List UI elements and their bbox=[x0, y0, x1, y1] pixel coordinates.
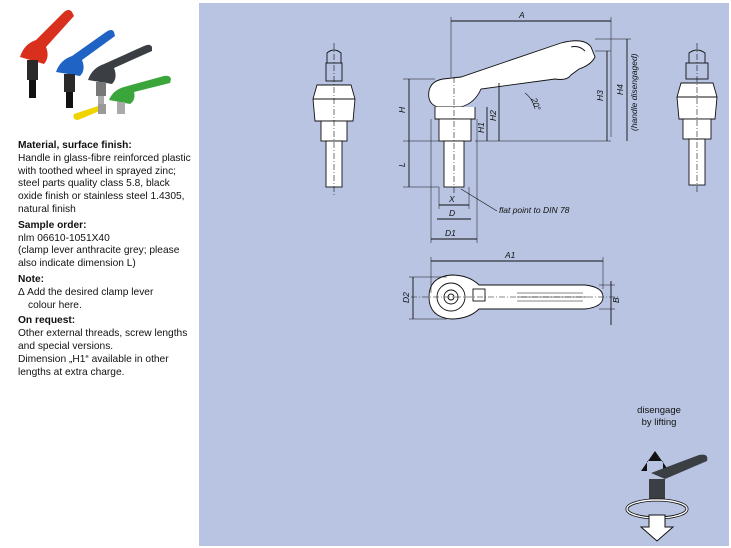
front-view bbox=[403, 17, 631, 243]
dim-h-label: H bbox=[397, 106, 407, 113]
flat-point-label: flat point to DIN 78 bbox=[499, 205, 570, 215]
side-view-right bbox=[676, 43, 718, 193]
dim-x-label: X bbox=[448, 194, 455, 204]
dim-h1-label: H1 bbox=[476, 122, 486, 133]
material-heading: Material, surface finish: bbox=[18, 140, 132, 151]
dim-h2-label: H2 bbox=[488, 110, 498, 121]
side-view-left bbox=[312, 43, 356, 195]
material-line: oxide finish or stainless steel 1.4305, bbox=[18, 191, 185, 203]
top-view bbox=[409, 257, 619, 325]
up-arrow-icon bbox=[641, 451, 669, 471]
dim-a-label: A bbox=[518, 10, 525, 20]
technical-drawing: A H L H1 H2 H3 H4 (handle disengaged) 20… bbox=[312, 10, 718, 542]
request-heading: On request: bbox=[18, 315, 76, 327]
material-line: steel parts quality class 5.8, black bbox=[18, 178, 170, 190]
angle-label: 20° bbox=[529, 95, 543, 112]
technical-drawing-panel: A H L H1 H2 H3 H4 (handle disengaged) 20… bbox=[199, 3, 729, 546]
sample-line: nlm 06610-1051X40 bbox=[18, 232, 110, 244]
request-line: and special versions. bbox=[18, 340, 114, 352]
material-line: natural finish bbox=[18, 203, 76, 215]
dim-h3-label: H3 bbox=[595, 90, 605, 101]
sample-heading: Sample order: bbox=[18, 219, 87, 231]
note-heading: Note: bbox=[18, 273, 45, 285]
request-line: Dimension „H1“ available in other bbox=[18, 353, 169, 365]
dim-d1-label: D1 bbox=[445, 228, 456, 238]
down-arrow-icon bbox=[639, 514, 675, 542]
dim-b-label: B bbox=[611, 297, 621, 303]
dim-d2-label: D2 bbox=[401, 292, 411, 303]
request-line: Other external threads, screw lengths bbox=[18, 328, 188, 340]
sample-line: also indicate dimension L) bbox=[18, 258, 136, 270]
note-line: Δ Add the desired clamp lever bbox=[18, 286, 154, 298]
material-line: with toothed wheel in sprayed zinc; bbox=[18, 165, 176, 177]
dim-l-label: L bbox=[397, 162, 407, 167]
caption-line: by lifting bbox=[641, 416, 677, 428]
material-line: Handle in glass-fibre reinforced plastic bbox=[18, 152, 191, 164]
sample-line: (clamp lever anthracite grey; please bbox=[18, 245, 180, 257]
dim-h4-label: H4 bbox=[615, 84, 625, 95]
product-sidebar: Material, surface finish: Handle in glas… bbox=[0, 0, 197, 548]
caption-line: disengage bbox=[637, 405, 681, 416]
dim-h4-note: (handle disengaged) bbox=[629, 53, 639, 131]
request-line: lengths at extra charge. bbox=[18, 366, 125, 378]
disengage-caption: disengage by lifting bbox=[619, 405, 699, 428]
dim-a1-label: A1 bbox=[504, 250, 516, 260]
note-line: colour here. bbox=[28, 299, 82, 311]
disengage-illustration bbox=[625, 451, 708, 542]
product-photo bbox=[20, 10, 171, 120]
dim-d-label: D bbox=[449, 208, 455, 218]
product-text: Material, surface finish: Handle in glas… bbox=[18, 140, 196, 379]
